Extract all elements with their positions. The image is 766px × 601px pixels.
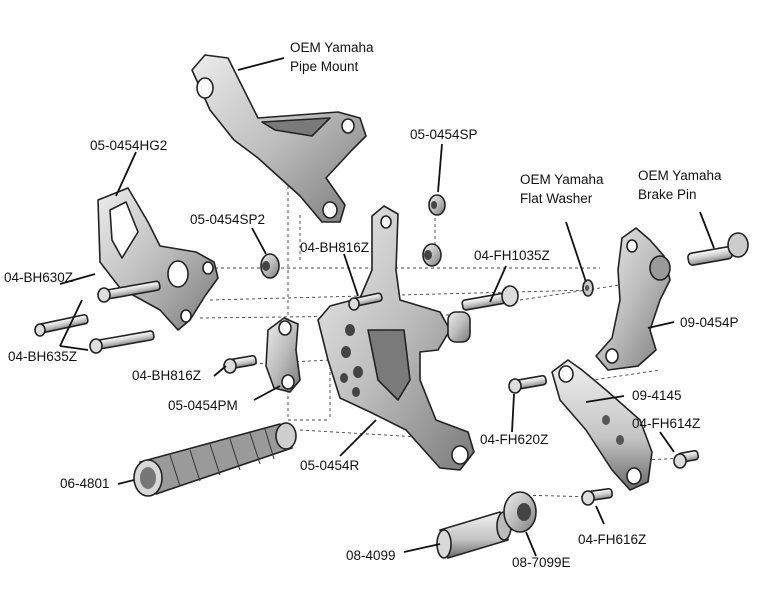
- label-sp2: 05-0454SP2: [190, 212, 265, 227]
- label-fh614z: 04-FH614Z: [632, 416, 700, 431]
- bolts: [34, 232, 749, 506]
- label-oem-pipe-mount-line1: OEM Yamaha: [290, 40, 374, 55]
- leader-lines: [59, 57, 715, 557]
- label-oem-brake-pin-line1: OEM Yamaha: [638, 168, 722, 183]
- part-labels: OEM Yamaha Pipe Mount 05-0454HG2 05-0454…: [4, 40, 739, 570]
- label-fh620z: 04-FH620Z: [480, 432, 548, 447]
- label-sp: 05-0454SP: [410, 127, 478, 142]
- lower-spacers: [436, 491, 537, 559]
- label-bh630z: 04-BH630Z: [4, 270, 73, 285]
- label-p: 09-0454P: [680, 315, 739, 330]
- label-fh616z: 04-FH616Z: [578, 532, 646, 547]
- brake-arm: [551, 359, 653, 491]
- label-4145: 09-4145: [632, 388, 682, 403]
- foot-peg: [133, 422, 297, 497]
- label-hg2: 05-0454HG2: [90, 138, 167, 153]
- main-plate: [317, 205, 475, 471]
- heel-guard: [97, 187, 219, 331]
- label-peg: 06-4801: [60, 476, 110, 491]
- label-oem-pipe-mount-line2: Pipe Mount: [290, 59, 359, 74]
- label-fh1035z: 04-FH1035Z: [474, 248, 550, 263]
- label-oem-flat-washer-line1: OEM Yamaha: [520, 172, 604, 187]
- spacers: [260, 194, 594, 343]
- label-e: 08-7099E: [512, 555, 571, 570]
- pm-bracket: [265, 317, 301, 393]
- label-spacer: 08-4099: [346, 548, 396, 563]
- label-pm: 05-0454PM: [168, 398, 238, 413]
- label-bh816z-left: 04-BH816Z: [132, 368, 201, 383]
- brake-carrier: [595, 227, 671, 371]
- label-r: 05-0454R: [300, 458, 360, 473]
- label-bh816z-top: 04-BH816Z: [300, 240, 369, 255]
- pipe-mount-bracket: [191, 54, 367, 223]
- label-oem-brake-pin-line2: Brake Pin: [638, 187, 697, 202]
- label-bh635z: 04-BH635Z: [8, 349, 77, 364]
- label-oem-flat-washer-line2: Flat Washer: [520, 191, 593, 206]
